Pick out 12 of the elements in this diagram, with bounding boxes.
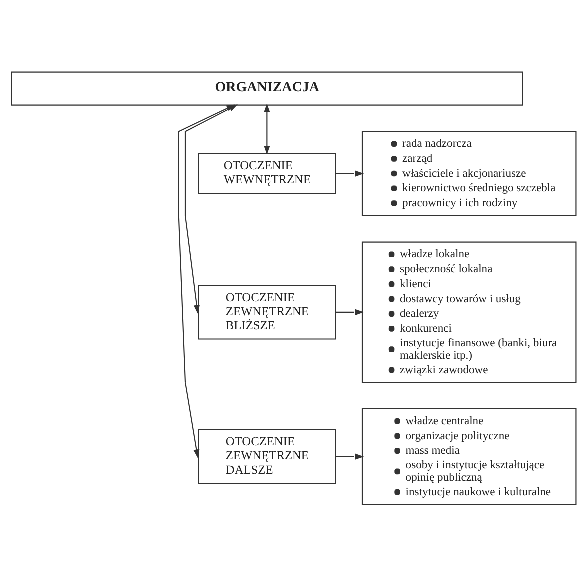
- node-box: władze centralne organizacje polityczne mass media osoby i instytucje kształtujące opinię publiczną instytucje naukowe i kulturalne: [362, 408, 577, 505]
- arrow: [336, 453, 364, 460]
- node-box: ORGANIZACJA: [11, 71, 524, 106]
- node-box: OTOCZENIE ZEWNĘTRZNE DALSZE: [198, 428, 336, 484]
- node-box: władze lokalne społeczność lokalna klienci dostawcy towarów i usług dealerzy konkurenci instytucje finansowe (banki, biura maklerskie itp.) związki zawodowe: [362, 241, 577, 383]
- arrow: [178, 104, 236, 458]
- node-box: OTOCZENIE WEWNĘTRZNE: [198, 152, 336, 194]
- arrow: [336, 308, 364, 315]
- arrow: [336, 170, 364, 176]
- node-box: rada nadzorcza zarząd właściciele i akcjonariusze kierownictwo średniego szczebla pracownicy i ich rodziny: [362, 130, 577, 216]
- node-box: OTOCZENIE ZEWNĘTRZNE BLIŻSZE: [198, 284, 336, 340]
- arrow: [264, 103, 270, 154]
